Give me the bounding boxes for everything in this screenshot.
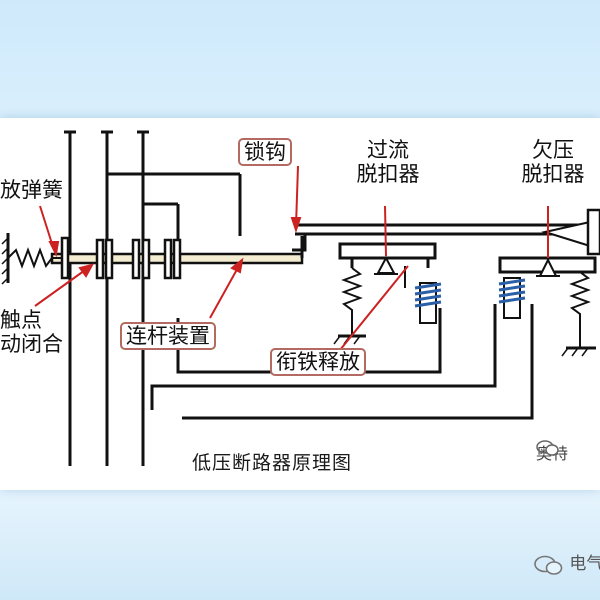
contact-block — [172, 238, 182, 280]
contact-block — [95, 238, 105, 280]
latch-label-text: 锁钩 — [244, 140, 286, 164]
armature-label: 衔铁释放 — [270, 348, 366, 376]
diagram-caption: 低压断路器原理图 — [192, 452, 353, 474]
contact-block — [131, 238, 141, 280]
diagram-card: 放弹簧 触点 动闭合 连杆装置 锁钩 过流 脱扣器 欠压 脱扣器 衔铁释放 低压… — [0, 118, 600, 490]
contact-block — [104, 238, 114, 280]
wechat-icon — [536, 440, 559, 456]
bottom-watermark-text: 电气 — [569, 554, 600, 574]
overcurrent-label-line1: 过流 — [367, 138, 409, 162]
latch-label: 锁钩 — [238, 138, 292, 166]
armature-label-text: 衔铁释放 — [276, 350, 360, 374]
overcurrent-coil — [404, 266, 442, 324]
undervoltage-coil — [498, 277, 526, 319]
overcurrent-spring — [333, 267, 366, 345]
wechat-icon — [534, 555, 563, 575]
armature-wire-2 — [150, 304, 497, 410]
undervoltage-spring — [561, 271, 596, 357]
opening-spring — [1, 233, 62, 285]
overcurrent-frame — [338, 242, 437, 260]
contact-block — [163, 238, 173, 280]
undervoltage-label-line2: 脱扣器 — [521, 162, 585, 186]
card-watermark: 奥特 — [536, 440, 600, 464]
contact-label-line2: 动闭合 — [0, 332, 63, 356]
contact-block — [141, 238, 151, 280]
overcurrent-pivot — [374, 255, 398, 275]
spring-label: 放弹簧 — [0, 178, 63, 202]
linkage-label-text: 连杆装置 — [126, 324, 210, 348]
undervoltage-armature — [541, 208, 600, 256]
undervoltage-label: 欠压 脱扣器 — [510, 138, 596, 186]
pointer-arrows — [34, 165, 549, 351]
undervoltage-pivot — [536, 257, 560, 277]
overcurrent-label-line2: 脱扣器 — [356, 162, 420, 186]
undervoltage-label-line1: 欠压 — [532, 138, 574, 162]
moving-contacts — [60, 236, 182, 280]
latch-hook — [292, 234, 307, 252]
contact-label-line1: 触点 — [0, 308, 42, 332]
linkage-label: 连杆装置 — [120, 322, 216, 350]
overcurrent-label: 过流 脱扣器 — [345, 138, 431, 186]
contact-label: 触点 动闭合 — [0, 308, 63, 356]
contact-block — [60, 236, 70, 280]
spring-label-text: 放弹簧 — [0, 178, 63, 202]
bottom-watermark: 电气 — [534, 549, 600, 575]
circuit-breaker-diagram — [1, 130, 600, 466]
armature-wire-3 — [182, 304, 534, 420]
